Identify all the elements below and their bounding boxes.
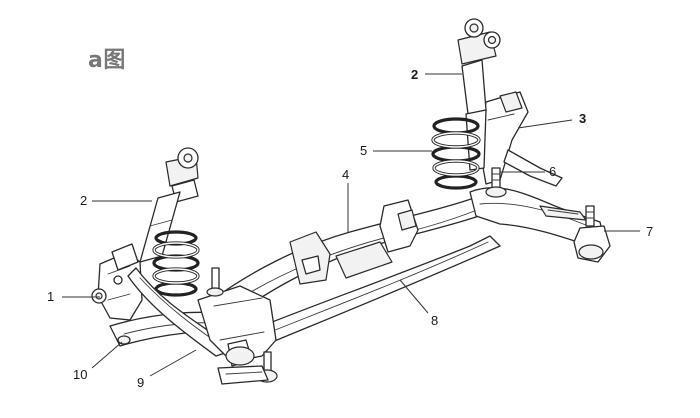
left-knuckle bbox=[91, 243, 143, 321]
cross-beam bbox=[231, 235, 501, 353]
right-shock-absorber bbox=[457, 18, 501, 171]
callout-6: 6 bbox=[549, 164, 557, 179]
leader-lines bbox=[62, 73, 640, 377]
left-coil-spring bbox=[152, 230, 200, 297]
left-subframe-mount bbox=[197, 267, 278, 385]
left-shock-absorber bbox=[139, 147, 199, 263]
callout-9: 9 bbox=[137, 375, 145, 390]
callout-2-left-shock: 2 bbox=[80, 193, 88, 208]
callout-8: 8 bbox=[431, 313, 439, 328]
figure-title: a图 bbox=[88, 48, 126, 73]
callout-2-right-shock: 2 bbox=[411, 67, 419, 82]
right-arm bbox=[469, 91, 605, 247]
callout-5: 5 bbox=[360, 143, 368, 158]
callout-3: 3 bbox=[579, 111, 587, 126]
callout-7: 7 bbox=[646, 224, 654, 239]
callout-1: 1 bbox=[47, 289, 55, 304]
callout-4: 4 bbox=[342, 167, 350, 182]
right-stud bbox=[485, 167, 507, 198]
callout-10: 10 bbox=[73, 367, 88, 382]
right-bushing bbox=[573, 205, 611, 263]
right-coil-spring bbox=[431, 117, 481, 190]
frame-rail bbox=[211, 191, 509, 319]
